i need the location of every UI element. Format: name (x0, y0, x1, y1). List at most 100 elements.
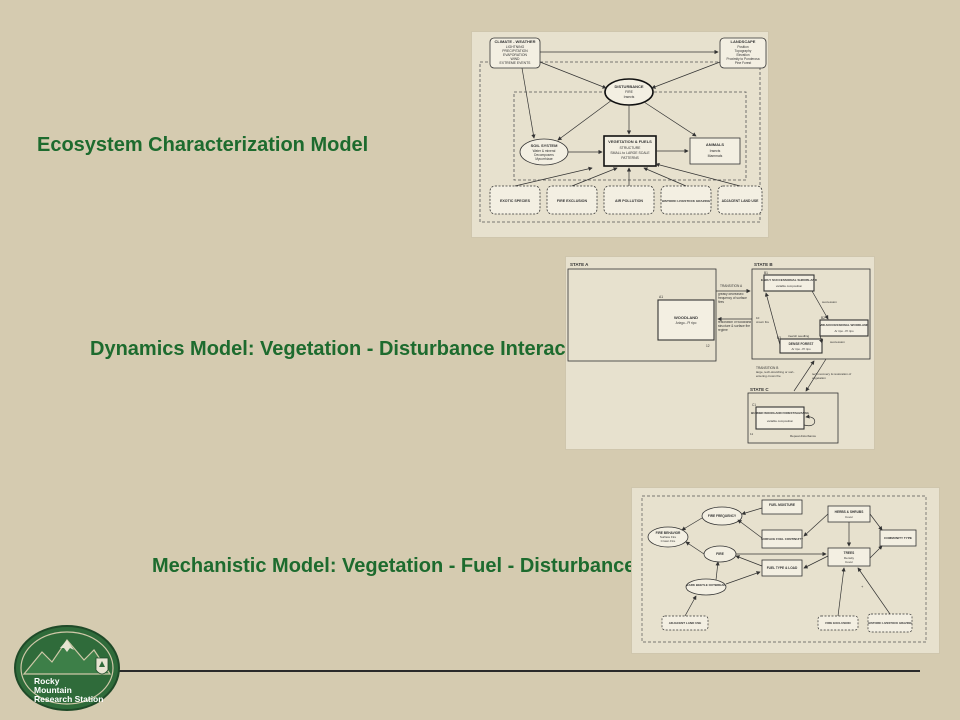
logo-line-2: Mountain (34, 685, 72, 695)
succession-note: succession (830, 340, 845, 344)
repeat-note: Repeat disturbance (790, 434, 816, 438)
disturbance-node: DISTURBANCE FIRE Insects (604, 78, 654, 106)
landscape-item: Elevation (736, 53, 749, 57)
fire-exclusion-label: FIRE EXCLUSION (825, 621, 850, 625)
mechanistic-model-heading: Mechanistic Model: Vegetation - Fuel - D… (152, 555, 744, 577)
bottom-box-label: ADJACENT LAND USE (722, 199, 759, 203)
mid-woodland-sub: Ar ripo...Pl ripo (834, 329, 854, 333)
trees-item: Density (844, 556, 855, 560)
historic-grazing-label: HISTORIC LIVESTOCK GRAZING (868, 621, 912, 625)
soil-item: Water & mineral (533, 149, 556, 153)
transition-a-label: TRANSITION A (720, 284, 743, 288)
bottom-box-label: HISTORIC LIVESTOCK GRAZING (662, 199, 711, 203)
landscape-box: LANDSCAPE Position Topography Elevation … (719, 37, 767, 69)
fire-label: FIRE (716, 552, 724, 556)
fire-behavior-item: Surface Fire (660, 535, 677, 539)
large-fire-note: large, tech-stretching or sort-entering … (756, 371, 795, 378)
climate-item: LIGHTNING (506, 45, 525, 49)
woodland-sub: Arizgo...Pl ripo (676, 321, 697, 325)
ecosystem-arrows (514, 49, 741, 187)
community-type-box: COMMUNITY TYPE (879, 529, 917, 547)
b2-code: B2 (821, 316, 825, 320)
b1-code: B1 (764, 271, 768, 275)
state-a-panel: STATE A A1 WOODLAND Arizgo...Pl ripo 12 (567, 262, 717, 362)
climate-title: CLIMATE - WEATHER (495, 39, 536, 44)
state-c-label: STATE C (750, 387, 769, 392)
restoration-note: restoration of woodland structure & surf… (718, 321, 752, 332)
ecosystem-diagram-svg: CLIMATE - WEATHER LIGHTNING PRECIPITATIO… (479, 37, 767, 223)
number-label: 10 (756, 316, 760, 320)
vegetation-item: STRUCTURE (620, 146, 642, 150)
soil-system-node: SOIL SYSTEM Water & mineral Decomposers … (519, 138, 569, 166)
plus-sign: + (861, 584, 864, 589)
b3-code: B3 (777, 336, 781, 340)
fire-behavior-item: Crown Fire (661, 539, 676, 543)
bottom-box-label: FIRE EXCLUSION (557, 199, 588, 203)
crown-fire-note: crown fire (756, 320, 769, 324)
vegetation-item: SMALL to LARGE SCALE (610, 151, 650, 155)
bottom-box-label: EXOTIC SPECIES (500, 199, 531, 203)
burned-woodland-title: BURNED WOODLAND FOREST/SAVANNA (751, 411, 810, 415)
bottom-factor-boxes: ADJACENT LAND USE FIRE EXCLUSION HISTORI… (661, 613, 913, 633)
early-shrub-title: EARLY SUCCESSIONAL SHRUBLAND (761, 278, 818, 282)
disturbance-item: Insects (624, 95, 635, 99)
dynamics-arrows (716, 288, 829, 427)
mechanistic-arrows (681, 507, 891, 617)
climate-weather-box: CLIMATE - WEATHER LIGHTNING PRECIPITATIO… (489, 37, 541, 69)
rocky-mountain-research-station-logo: Rocky Mountain Research Station (14, 625, 120, 711)
fuel-moisture-label: FUEL MOISTURE (769, 503, 795, 507)
soil-item: Mycorrhizae (535, 157, 553, 161)
dense-forest-title: DENSE FOREST (789, 342, 814, 346)
landscape-item: Proximity to Ponderosa (727, 57, 760, 61)
outer-frame (641, 495, 927, 643)
transition-b-label: TRANSITION B (756, 366, 778, 370)
footer-divider (90, 670, 920, 672)
a1-code: A1 (659, 295, 663, 299)
climate-item: PRECIPITATION (502, 49, 528, 53)
herbs-item: Cover (845, 515, 853, 519)
state-c-panel: STATE C C1 BURNED WOODLAND FOREST/SAVANN… (747, 387, 839, 444)
number-label: 12 (706, 344, 710, 348)
fire-behavior-node: FIRE BEHAVIOR Surface Fire Crown Fire (647, 526, 689, 548)
fire-node: FIRE (703, 545, 737, 563)
landscape-item: Pine Forest (735, 61, 751, 65)
bark-beetle-node: BARK BEETLE OUTBREAK (685, 578, 726, 596)
bottom-box-label: AIR POLLUTION (615, 199, 643, 203)
early-shrub-sub: variable composition (776, 284, 803, 288)
state-b-label: STATE B (754, 262, 773, 267)
number-label: 11 (750, 432, 753, 436)
landscape-item: Topography (735, 49, 752, 53)
shield-icon (95, 657, 109, 675)
logo-line-3: Research Station (34, 694, 103, 704)
landscape-title: LANDSCAPE (731, 39, 756, 44)
fire-frequency-node: FIRE FREQUENCY (701, 506, 743, 526)
bottom-factor-boxes: EXOTIC SPECIES FIRE EXCLUSION AIR POLLUT… (489, 185, 763, 215)
c1-code: C1 (752, 403, 756, 407)
burned-woodland-sub: variable composition (767, 419, 794, 423)
succession-note: succession (822, 300, 837, 304)
logo-line-1: Rocky (34, 676, 60, 686)
fuel-type-label: FUEL TYPE & LOAD (767, 566, 798, 570)
surface-fuel-box: SURFACE FUEL CONTINUITY (761, 529, 803, 549)
fuel-type-box: FUEL TYPE & LOAD (761, 559, 803, 577)
trees-title: TREES (844, 551, 855, 555)
animals-item: Mammals (708, 154, 723, 158)
state-a-label: STATE A (570, 262, 589, 267)
animals-item: Insects (710, 149, 721, 153)
climate-item: EVAPORATION (503, 53, 528, 57)
animals-box: ANIMALS Insects Mammals (689, 137, 741, 165)
landscape-item: Position (737, 45, 749, 49)
dense-forest-sub: Ar ripo...Pl ripo (791, 347, 811, 351)
snowcap-icon (60, 640, 74, 652)
transition-a-note: greatly decreased frequency of surface f… (718, 293, 747, 304)
disturbance-item: FIRE (625, 90, 633, 94)
ecosystem-model-heading: Ecosystem Characterization Model (37, 134, 369, 156)
infill-note: tree/sh seedling (788, 334, 810, 338)
vegetation-title: VEGETATION & FUELS (608, 139, 652, 144)
adjacent-land-label: ADJACENT LAND USE (669, 621, 702, 625)
fire-frequency-label: FIRE FREQUENCY (708, 514, 737, 518)
community-type-label: COMMUNITY TYPE (884, 536, 912, 540)
climate-item: WIND (510, 57, 520, 61)
outer-frame (479, 61, 761, 223)
animals-title: ANIMALS (706, 142, 725, 147)
